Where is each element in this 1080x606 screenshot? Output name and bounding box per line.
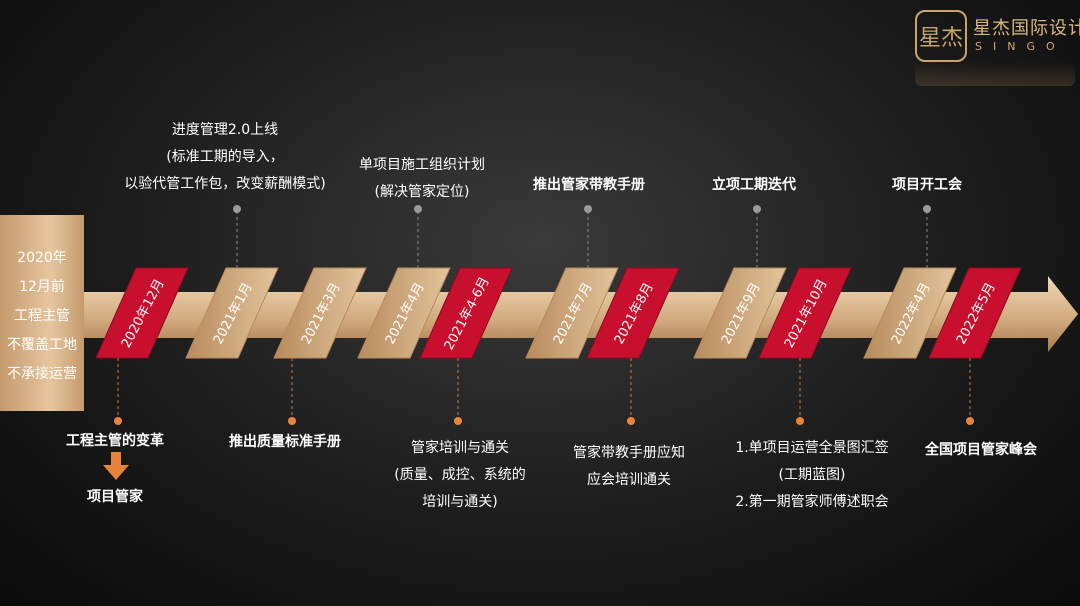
logo-mark-icon: 星杰: [915, 10, 967, 62]
milestone-bottom-operation-panorama: 1.单项目运营全景图汇签 (工期蓝图) 2.第一期管家师傅述职会: [735, 435, 888, 516]
milestone-dot: [288, 417, 296, 425]
ribbon-segment-gold: [273, 267, 367, 359]
ribbon-segment-red: [419, 267, 513, 359]
prior-state-line: 不覆盖工地: [7, 337, 77, 353]
ribbon-segment-gold: [525, 267, 619, 359]
milestone-title: 管家培训与通关: [411, 440, 509, 456]
milestone-dot: [584, 205, 592, 213]
milestone-note: (标准工期的导入，: [166, 149, 284, 165]
milestone-top-kickoff-meeting: 项目开工会: [892, 177, 962, 193]
ribbon-segment-gold: [357, 267, 451, 359]
milestone-top-schedule-iteration: 立项工期迭代: [712, 177, 796, 193]
ribbon-segment-gold: [185, 267, 279, 359]
milestone-bottom-steward-training: 管家培训与通关 (质量、成控、系统的 培训与通关): [394, 435, 525, 516]
milestone-dot: [414, 205, 422, 213]
milestone-note: 培训与通关): [422, 494, 498, 510]
prior-state-line: 12月前: [19, 279, 65, 295]
milestone-dot: [627, 417, 635, 425]
milestone-note: (解决管家定位): [374, 184, 470, 200]
ribbon-segment-red: [928, 267, 1022, 359]
milestone-title: 1.单项目运营全景图汇签: [735, 440, 889, 456]
milestone-dot: [454, 417, 462, 425]
milestone-title: 进度管理2.0上线: [171, 122, 279, 138]
milestone-dot: [233, 205, 241, 213]
brand-name: 星杰国际设计: [973, 18, 1080, 39]
brand-subtitle: SINGO: [975, 40, 1066, 53]
milestone-note: (工期蓝图): [778, 467, 846, 483]
ribbon-segment-gold: [863, 267, 957, 359]
milestone-dot: [923, 205, 931, 213]
ribbon-segment-red: [95, 267, 189, 359]
milestone-dot: [966, 417, 974, 425]
milestone-top-mentor-handbook: 推出管家带教手册: [533, 177, 645, 193]
prior-state-line: 工程主管: [14, 308, 70, 324]
milestone-title: 应会培训通关: [587, 472, 671, 488]
milestone-note: (质量、成控、系统的: [394, 467, 526, 483]
prior-state-line: 2020年: [17, 250, 67, 266]
milestone-bottom-handbook-training: 管家带教手册应知 应会培训通关: [573, 440, 685, 494]
milestone-dot: [796, 417, 804, 425]
down-arrow-icon: [103, 452, 129, 480]
milestone-title: 2.第一期管家师傅述职会: [735, 494, 889, 510]
milestone-bottom-quality-handbook: 推出质量标准手册: [229, 434, 341, 450]
prior-state-line: 不承接运营: [7, 366, 77, 382]
milestone-bottom-national-summit: 全国项目管家峰会: [925, 442, 1037, 458]
milestone-dot: [114, 417, 122, 425]
ribbon-segment-red: [586, 267, 680, 359]
milestone-note: 以验代管工作包，改变薪酬模式): [124, 176, 326, 192]
logo: 星杰 星杰国际设计 SINGO: [915, 10, 1080, 86]
prior-state-box: 2020年 12月前 工程主管 不覆盖工地 不承接运营: [0, 215, 84, 411]
milestone-top-progress-mgmt: 进度管理2.0上线 (标准工期的导入， 以验代管工作包，改变薪酬模式): [124, 117, 325, 198]
milestone-bottom-result: 项目管家: [87, 489, 143, 505]
milestone-title: 单项目施工组织计划: [359, 157, 485, 173]
milestone-top-construction-plan: 单项目施工组织计划 (解决管家定位): [359, 152, 485, 206]
milestone-title: 管家带教手册应知: [573, 445, 685, 461]
milestone-bottom-supervisor-change: 工程主管的变革: [66, 433, 164, 449]
ribbon-segment-gold: [693, 267, 787, 359]
milestone-dot: [753, 205, 761, 213]
ribbon-segment-red: [758, 267, 852, 359]
